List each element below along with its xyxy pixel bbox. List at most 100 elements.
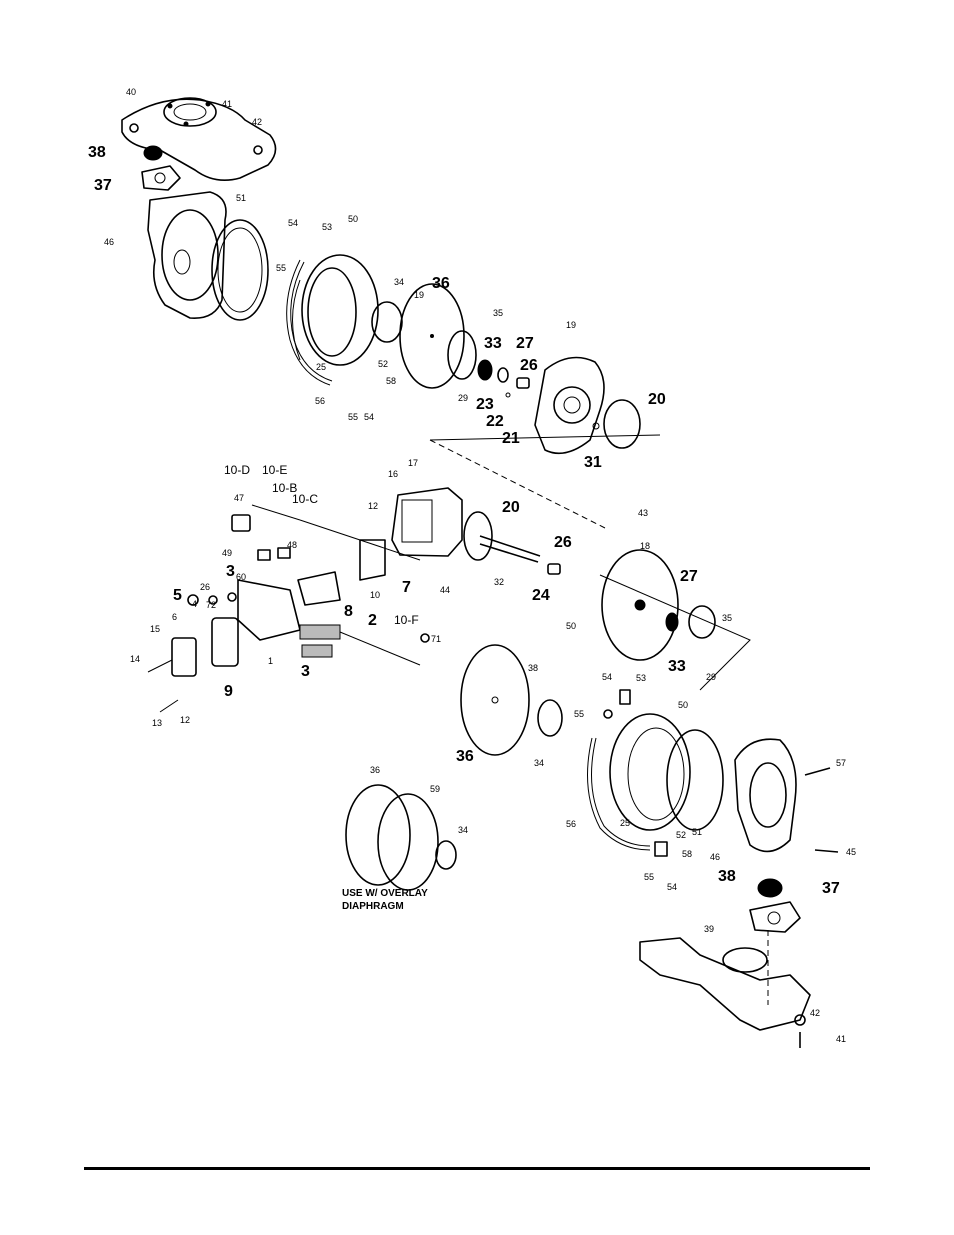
callout-57: 57 (836, 758, 846, 768)
callout-3-upper: 3 (226, 563, 235, 580)
callout-38-mid: 38 (528, 663, 538, 673)
flap-valve-38-top (143, 145, 163, 161)
callout-21-top: 21 (502, 430, 520, 447)
callout-39: 39 (704, 924, 714, 934)
callout-41-bot: 41 (836, 1034, 846, 1044)
callout-46-top: 46 (104, 237, 114, 247)
callout-36-top: 36 (432, 275, 450, 292)
callout-26-top: 26 (520, 357, 538, 374)
callout-55-mid: 55 (574, 709, 584, 719)
callout-31: 31 (584, 454, 602, 471)
fitting-71 (420, 633, 430, 643)
bleed-tube-56-bot (587, 737, 651, 851)
callout-55b-top: 55 (348, 412, 358, 422)
callout-2: 2 (368, 612, 377, 629)
fittings-48-49 (257, 547, 291, 561)
callout-52-top: 52 (378, 359, 388, 369)
callout-8: 8 (344, 603, 353, 620)
overlay-note-line2: DIAPHRAGM (342, 901, 404, 912)
callout-40-top: 40 (126, 87, 136, 97)
callout-55-bot: 55 (644, 872, 654, 882)
callout-19-top: 19 (566, 320, 576, 330)
seal-33-top (477, 359, 493, 381)
valve-body-1 (237, 579, 301, 641)
callout-51-top: 51 (236, 193, 246, 203)
callout-34-mid: 34 (534, 758, 544, 768)
screws-12-13-14-15 (147, 659, 179, 713)
callout-49: 49 (222, 548, 232, 558)
callout-52-bot: 52 (676, 830, 686, 840)
callout-16: 16 (388, 469, 398, 479)
callout-42-bot: 42 (810, 1008, 820, 1018)
outer-chamber-46-bot (734, 738, 797, 853)
end-cap-6 (171, 637, 197, 677)
diaphragm-51-bot (666, 729, 724, 831)
callout-15-upper: 15 (150, 624, 160, 634)
callout-9: 9 (224, 683, 233, 700)
callout-54-mid: 54 (602, 672, 612, 682)
callout-58-top: 58 (386, 376, 396, 386)
callout-42-top: 42 (252, 117, 262, 127)
flap-valve-38-bot (757, 878, 783, 898)
callout-25-bot: 25 (620, 818, 630, 828)
callout-54-top: 54 (288, 218, 298, 228)
callout-12-bot: 12 (180, 715, 190, 725)
bracket-8 (297, 571, 341, 606)
callout-54b-top: 54 (364, 412, 374, 422)
diaphragm-51-top (211, 219, 269, 321)
callout-35-top: 35 (493, 308, 503, 318)
bolt-57 (804, 767, 831, 776)
bushing-27-top (497, 367, 509, 383)
callout-44: 44 (440, 585, 450, 595)
bolt-45 (814, 849, 839, 853)
center-section-18 (601, 549, 679, 661)
callout-41-top: 41 (222, 99, 232, 109)
callout-33-top: 33 (484, 335, 502, 352)
bleed-tube-56-top (286, 259, 333, 386)
callout-50-right: 50 (678, 700, 688, 710)
callout-19b: 19 (414, 290, 424, 300)
callout-47: 47 (234, 493, 244, 503)
callout-3-lower: 3 (301, 663, 310, 680)
callout-29-mid: 29 (706, 672, 716, 682)
callout-32: 32 (494, 577, 504, 587)
callout-4: 4 (192, 599, 197, 609)
callout-20-top: 20 (648, 391, 666, 408)
callout-10-D: 10-D (224, 463, 250, 477)
callout-51-bot: 51 (692, 827, 702, 837)
callout-17: 17 (408, 458, 418, 468)
callout-45: 45 (846, 847, 856, 857)
callout-38-bot: 38 (718, 868, 736, 885)
callout-48: 48 (287, 540, 297, 550)
valve-seat-37-bot (749, 901, 801, 933)
spacer-26-mid (547, 563, 561, 575)
callout-60: 60 (236, 572, 246, 582)
callout-23-top: 23 (476, 396, 494, 413)
callout-24: 24 (532, 587, 550, 604)
diaphragm-plate-34-top (371, 301, 403, 343)
callout-14: 14 (130, 654, 140, 664)
callout-1: 1 (268, 656, 273, 666)
spacer-26-top (516, 377, 530, 389)
gasket-9 (211, 617, 239, 667)
diaphragm-plate-34-mid (537, 699, 563, 737)
callout-12-mid: 12 (368, 501, 378, 511)
callout-18: 18 (640, 541, 650, 551)
callout-34-overlay: 34 (458, 825, 468, 835)
callout-56-bot: 56 (566, 819, 576, 829)
callout-7: 7 (402, 579, 411, 596)
gasket-20-mid (463, 511, 493, 561)
callout-35-mid: 35 (722, 613, 732, 623)
valve-seat-37-top (141, 165, 181, 191)
fasteners-41-42-bot (794, 1014, 806, 1048)
spool-2 (299, 624, 421, 666)
center-section-19 (534, 356, 605, 455)
callout-26-left: 26 (200, 582, 210, 592)
callout-10-C: 10-C (292, 492, 318, 506)
callout-10: 10 (370, 590, 380, 600)
inner-chamber-25-top (292, 254, 379, 366)
air-valve-body-16 (391, 487, 463, 557)
callout-54-bot: 54 (667, 882, 677, 892)
discharge-manifold-top (121, 97, 277, 181)
